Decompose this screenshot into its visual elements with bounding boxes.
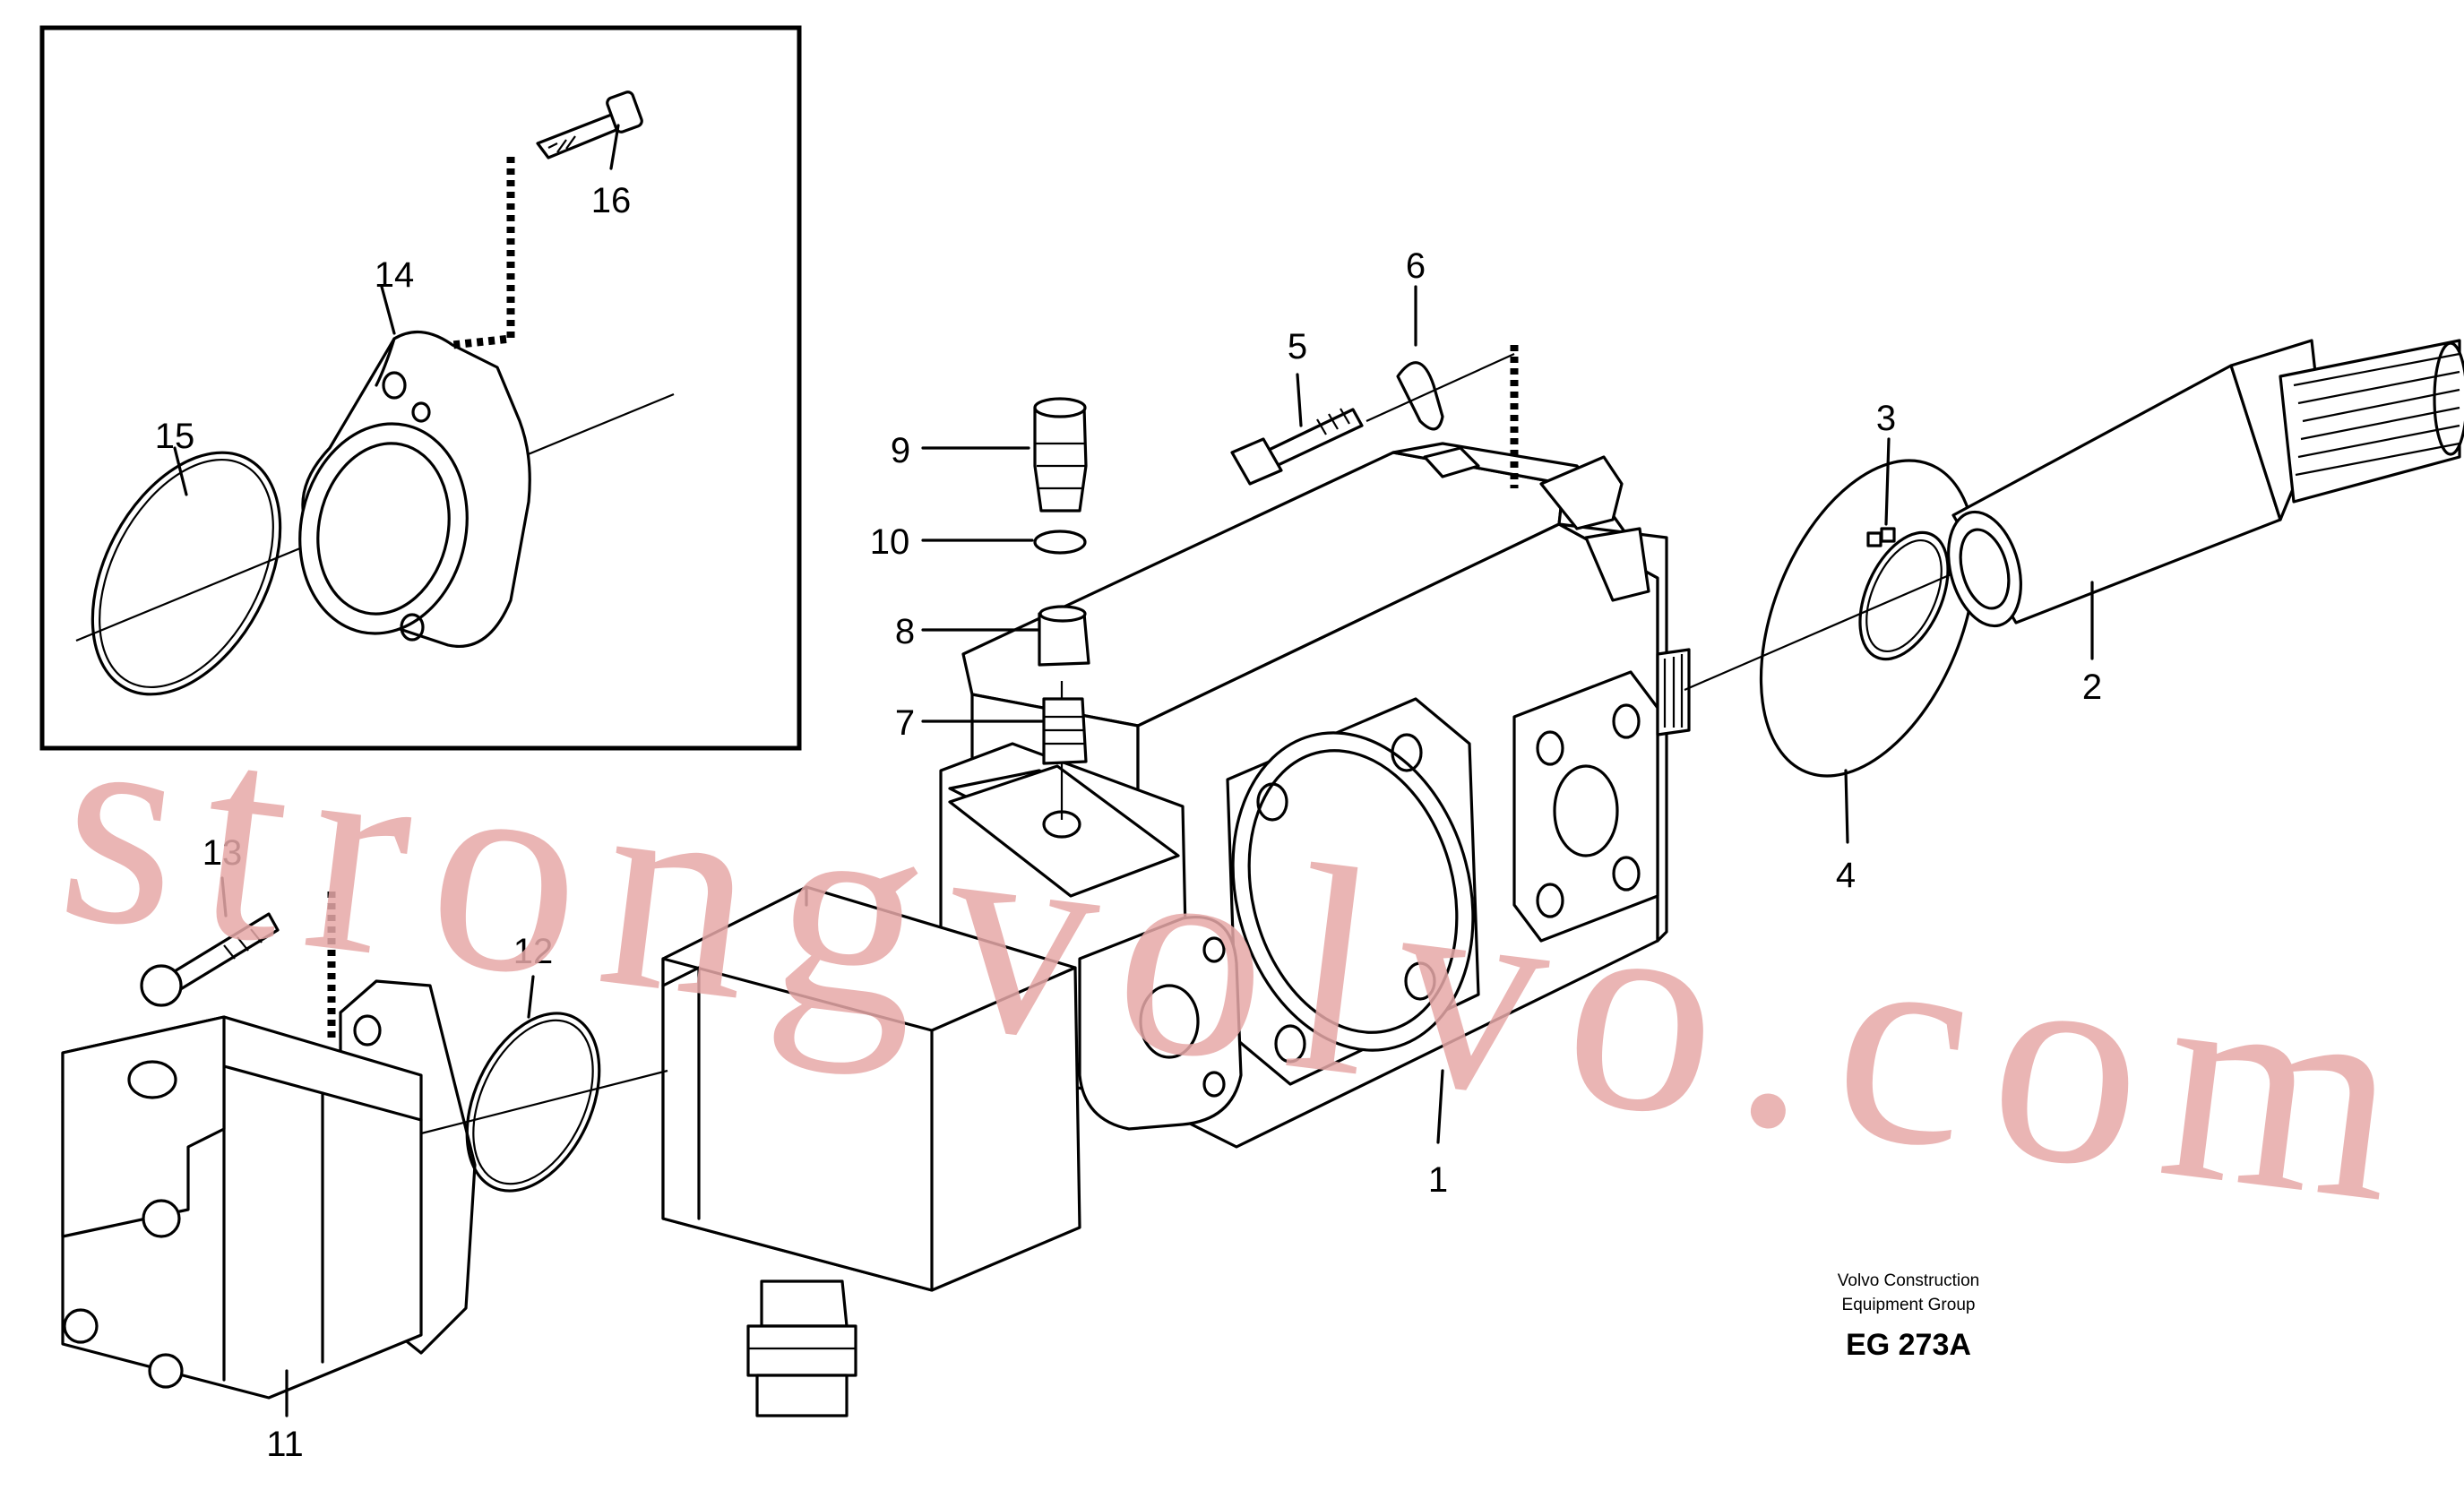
part-labels: 1 2 3 4 5 6 7 8 9 10 11 12 13 14 15 16 bbox=[155, 181, 2102, 1464]
label-12: 12 bbox=[513, 932, 554, 971]
label-2: 2 bbox=[2082, 668, 2102, 707]
label-10: 10 bbox=[870, 522, 910, 562]
label-6: 6 bbox=[1406, 246, 1426, 286]
bolt-13 bbox=[140, 876, 280, 1007]
seal-ring-12 bbox=[465, 975, 601, 1193]
label-13: 13 bbox=[202, 833, 243, 873]
valve-stack bbox=[921, 397, 1090, 820]
label-14: 14 bbox=[375, 255, 415, 295]
seal-ring-4 bbox=[1759, 459, 1977, 844]
footer-company: Volvo Construction bbox=[1838, 1271, 1979, 1290]
washer-6 bbox=[1366, 285, 1515, 431]
label-8: 8 bbox=[895, 612, 915, 651]
label-5: 5 bbox=[1288, 327, 1307, 366]
label-1: 1 bbox=[1428, 1160, 1448, 1200]
front-pump-11 bbox=[61, 979, 668, 1417]
label-9: 9 bbox=[891, 431, 910, 470]
pump-body-1 bbox=[661, 442, 1691, 1417]
bolt-16 bbox=[536, 90, 643, 159]
label-16: 16 bbox=[591, 181, 632, 220]
label-7: 7 bbox=[895, 703, 915, 743]
footer: Volvo Construction Equipment Group EG 27… bbox=[1838, 1271, 1979, 1362]
label-15: 15 bbox=[155, 417, 195, 456]
flange-14 bbox=[298, 330, 531, 648]
label-4: 4 bbox=[1836, 856, 1856, 895]
seal-ring-15 bbox=[90, 451, 282, 696]
footer-code: EG 273A bbox=[1846, 1328, 1971, 1362]
label-11: 11 bbox=[266, 1425, 304, 1464]
footer-group: Equipment Group bbox=[1842, 1296, 1976, 1314]
circlip-3 bbox=[1858, 437, 1950, 661]
inset-detail-box bbox=[39, 25, 802, 751]
bolt-5 bbox=[1230, 373, 1364, 486]
shaft-2 bbox=[1947, 339, 2464, 660]
label-3: 3 bbox=[1876, 399, 1896, 438]
